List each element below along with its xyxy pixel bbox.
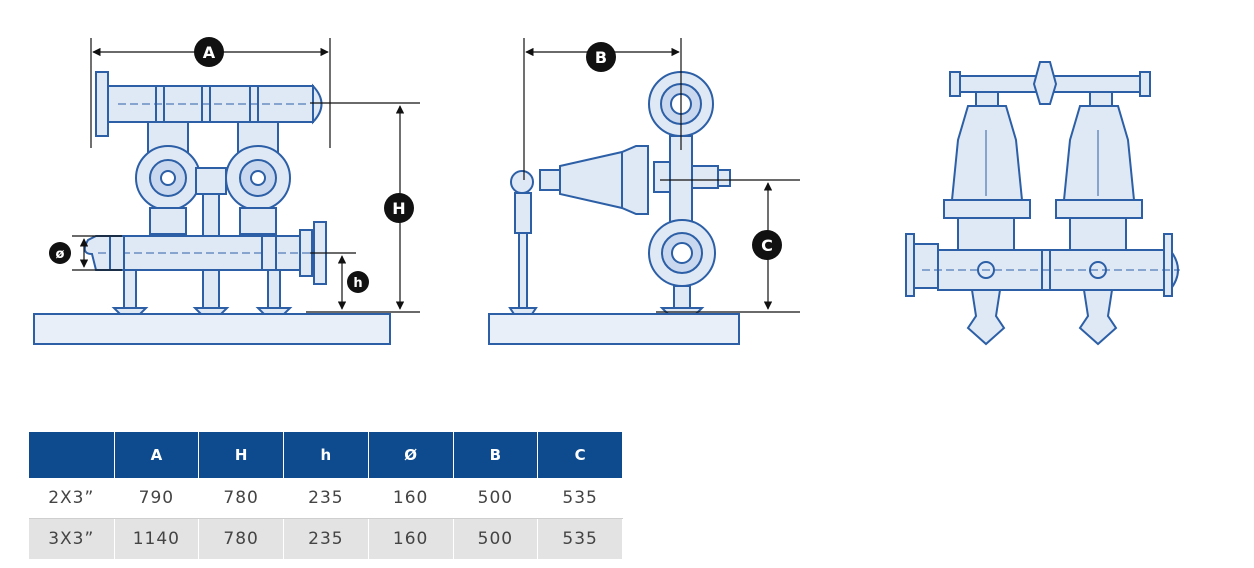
table-cell: 780 bbox=[198, 478, 284, 519]
label-h-lower-badge: h bbox=[347, 271, 369, 293]
label-diameter-badge: ø bbox=[49, 242, 71, 264]
filter-station-technical-drawing: A B C H h ø bbox=[33, 37, 1180, 346]
table-cell: 780 bbox=[198, 518, 284, 559]
svg-text:h: h bbox=[353, 276, 362, 291]
svg-text:H: H bbox=[392, 199, 405, 218]
label-a-badge: A bbox=[194, 37, 224, 67]
table-row: 3X3” 1140 780 235 160 500 535 bbox=[29, 518, 623, 559]
table-header-cell: Ø bbox=[368, 432, 454, 478]
table-cell: 1140 bbox=[114, 518, 200, 559]
svg-text:B: B bbox=[595, 48, 607, 67]
table-cell: 235 bbox=[283, 518, 369, 559]
svg-text:C: C bbox=[761, 236, 773, 255]
table-cell: 500 bbox=[453, 478, 539, 519]
table-cell: 535 bbox=[537, 518, 623, 559]
table-header-cell: h bbox=[283, 432, 369, 478]
table-header-cell: A bbox=[114, 432, 200, 478]
table-header-cell: H bbox=[198, 432, 284, 478]
table-cell: 2X3” bbox=[29, 478, 115, 519]
front-view bbox=[33, 71, 391, 345]
table-cell: 3X3” bbox=[29, 518, 115, 559]
dimensions-table: A H h Ø B C 2X3” 790 780 235 160 500 535… bbox=[29, 432, 623, 559]
table-cell: 160 bbox=[368, 478, 454, 519]
table-header-cell: B bbox=[453, 432, 539, 478]
top-view bbox=[905, 61, 1180, 346]
svg-text:ø: ø bbox=[56, 247, 65, 262]
label-b-badge: B bbox=[586, 42, 616, 72]
table-row: 2X3” 790 780 235 160 500 535 bbox=[29, 478, 623, 519]
front-view-dimensions bbox=[72, 38, 420, 313]
svg-text:A: A bbox=[203, 43, 216, 62]
table-cell: 160 bbox=[368, 518, 454, 559]
side-view bbox=[488, 71, 740, 345]
table-cell: 500 bbox=[453, 518, 539, 559]
table-cell: 790 bbox=[114, 478, 200, 519]
table-cell: 235 bbox=[283, 478, 369, 519]
table-header-cell: C bbox=[537, 432, 623, 478]
table-header-cell bbox=[29, 432, 115, 478]
table-header-row: A H h Ø B C bbox=[29, 432, 623, 478]
label-c-badge: C bbox=[752, 230, 782, 260]
label-h-upper-badge: H bbox=[384, 193, 414, 223]
table-cell: 535 bbox=[537, 478, 623, 519]
